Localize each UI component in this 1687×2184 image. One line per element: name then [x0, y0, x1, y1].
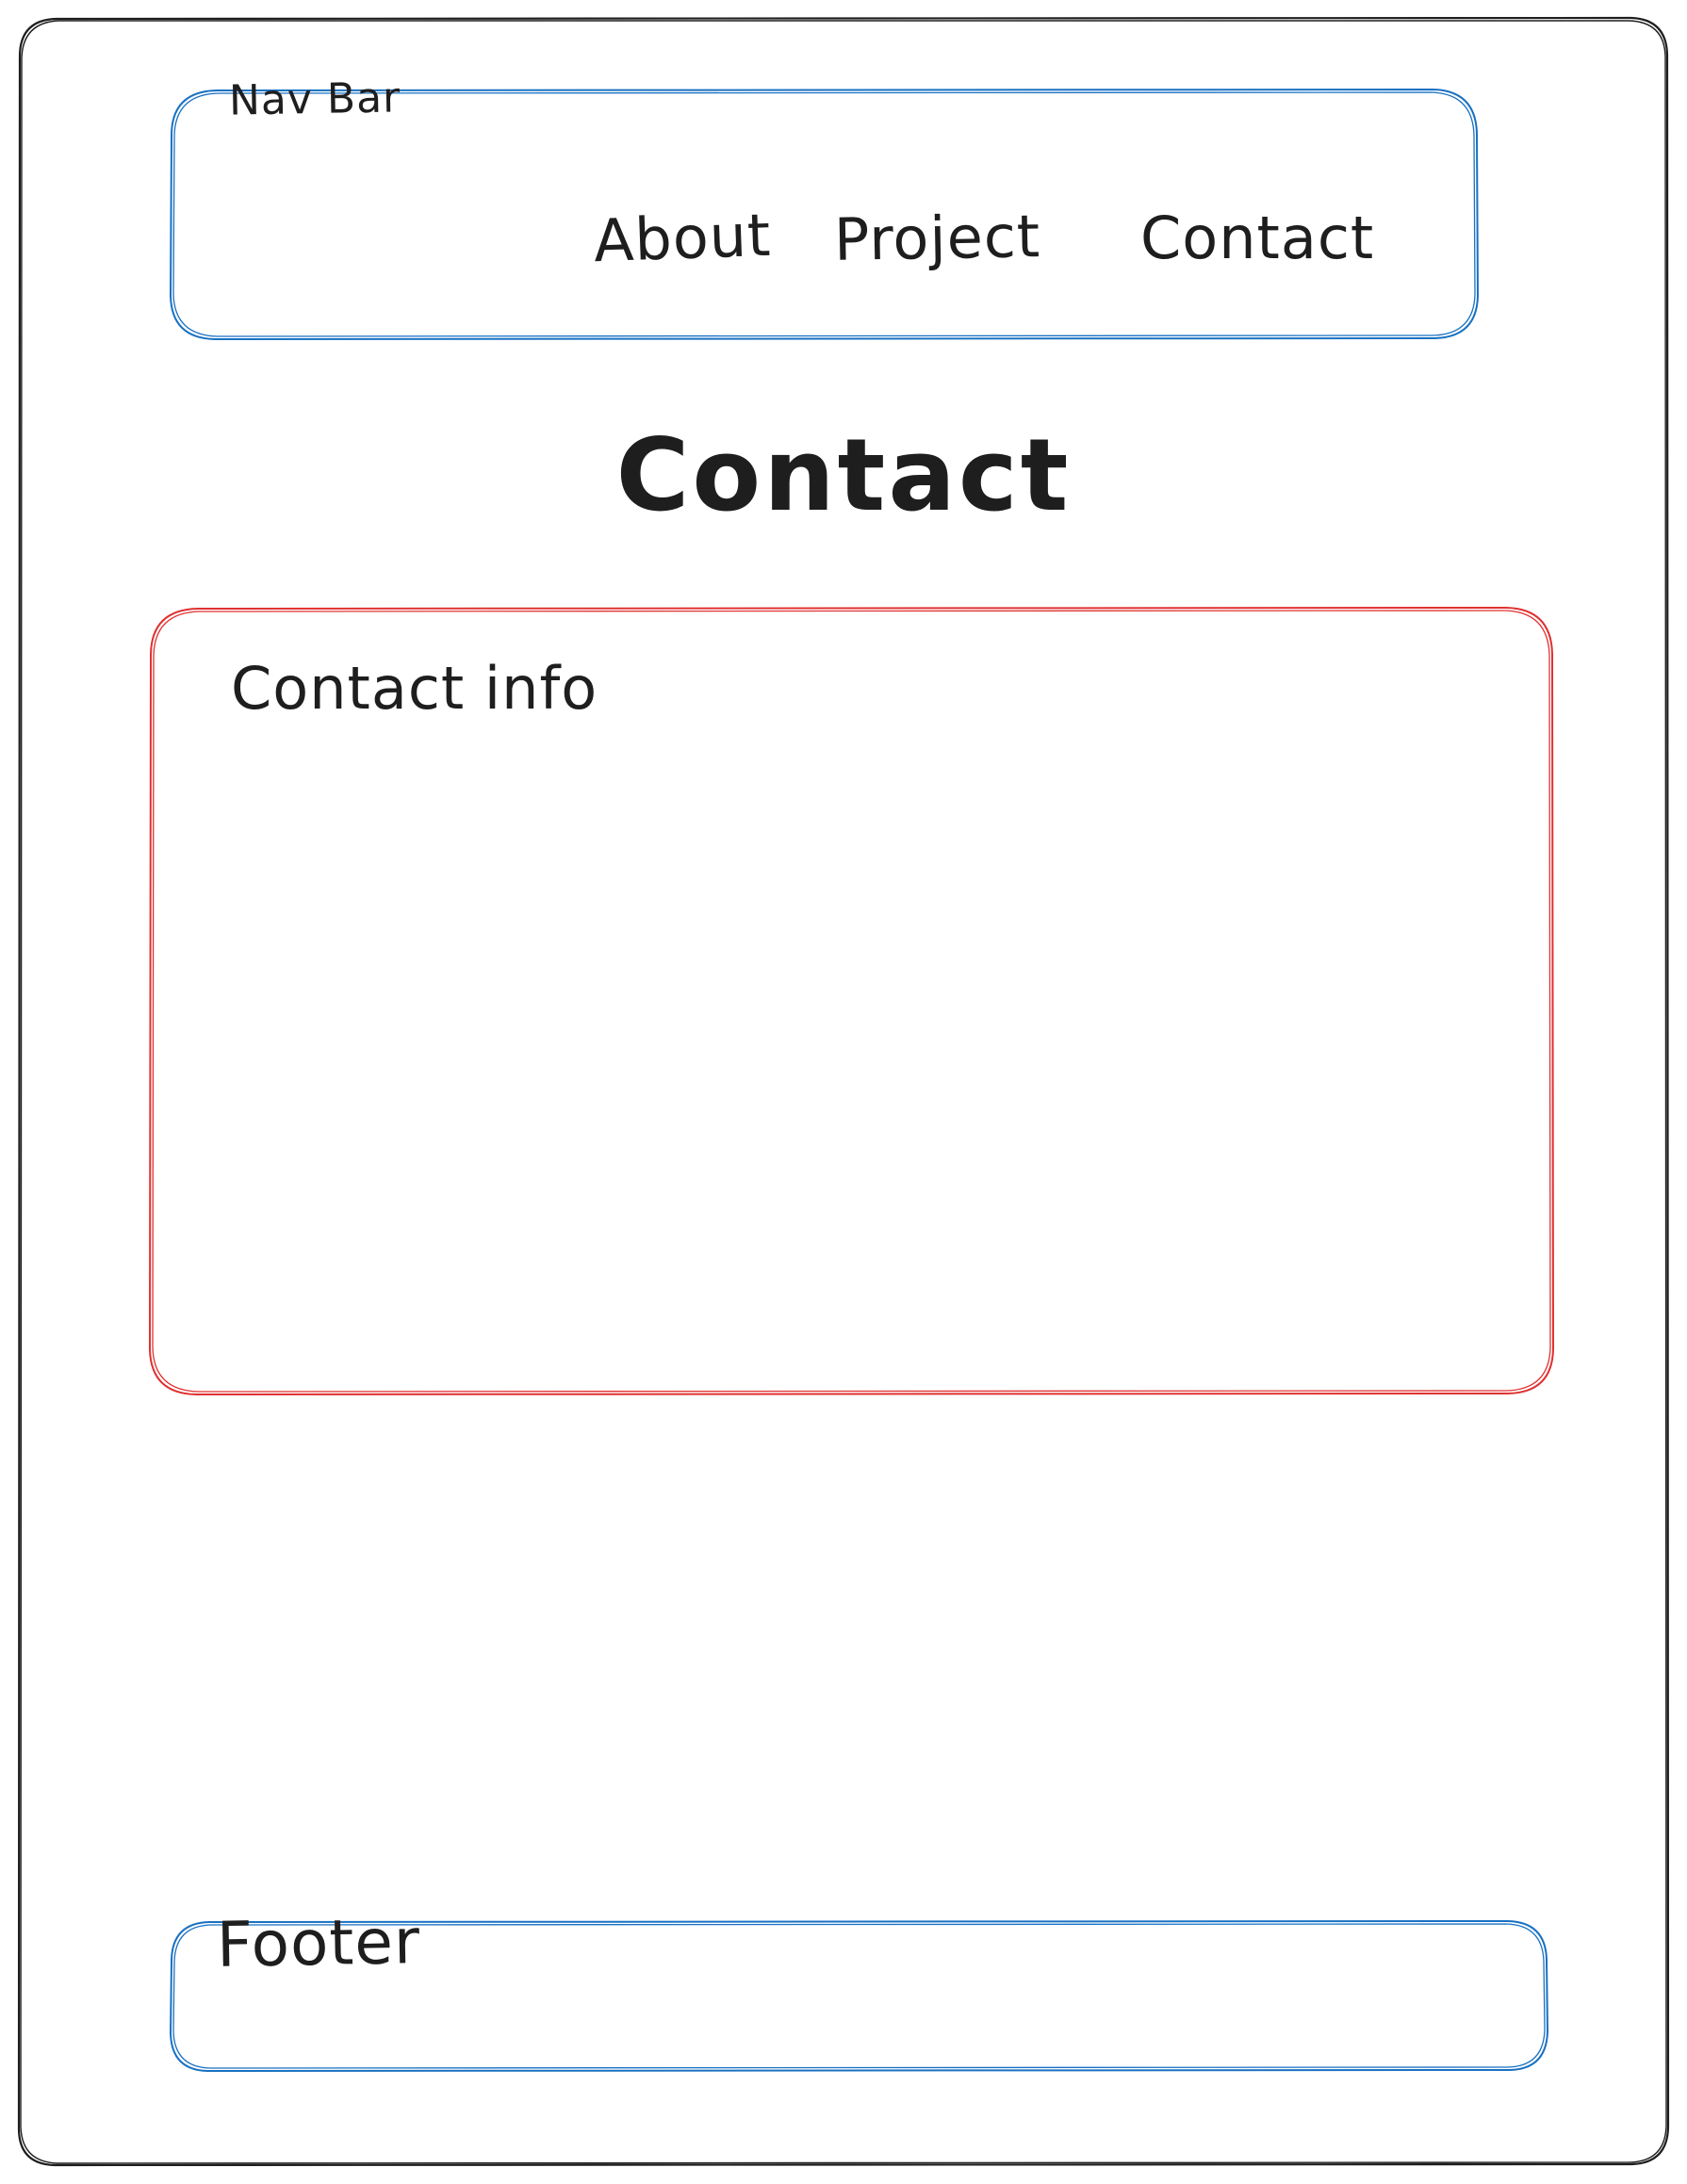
nav-link-about[interactable]: About [592, 200, 773, 276]
contact-info-box [148, 606, 1555, 1396]
page-frame [17, 16, 1670, 2167]
nav-link-contact[interactable]: Contact [1140, 204, 1375, 272]
nav-link-project[interactable]: Project [833, 202, 1041, 274]
contact-info-label: Contact info [231, 654, 598, 723]
nav-bar-label: Nav Bar [228, 73, 401, 125]
footer-label: Footer [216, 1905, 421, 1981]
page-title: Contact [615, 417, 1072, 533]
